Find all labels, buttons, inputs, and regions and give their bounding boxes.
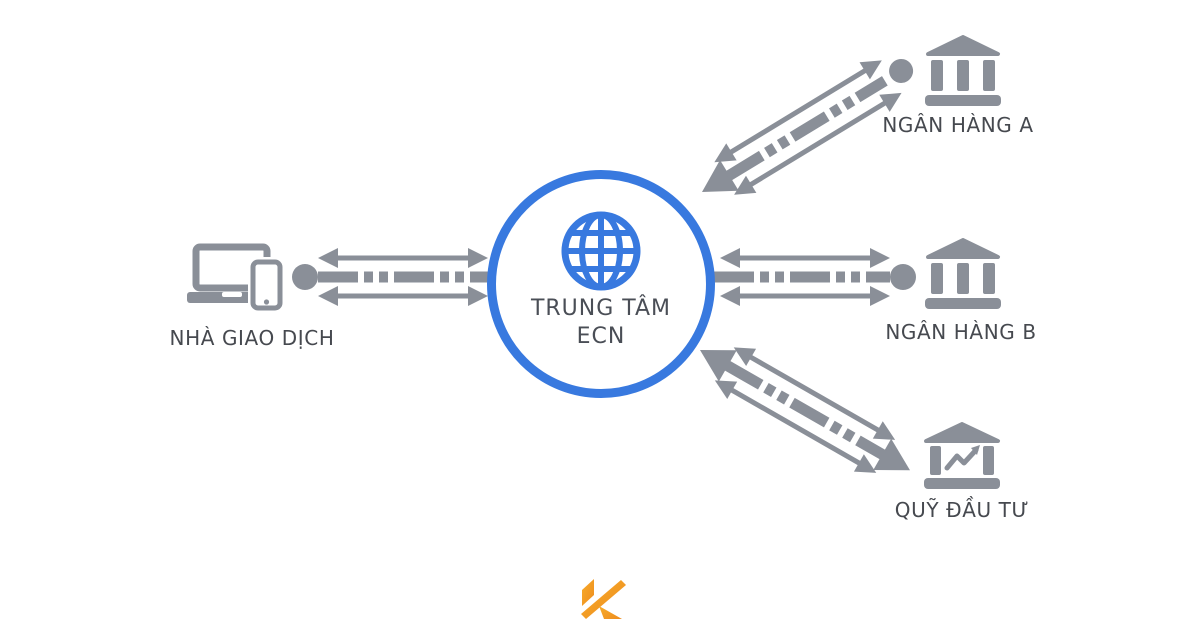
bank-icon: [925, 238, 1001, 309]
endpoint-dot: [889, 58, 914, 83]
bank-chart-icon: [924, 422, 1000, 489]
big-arrowhead: [702, 159, 739, 192]
connector-ecn-fund: [700, 347, 910, 473]
ecn-label-line2: ECN: [576, 324, 626, 349]
trader-label: NHÀ GIAO DỊCH: [169, 326, 335, 350]
ecn-label-line1: TRUNG TÂM: [530, 296, 672, 321]
fund-label: QUỸ ĐẦU TƯ: [894, 498, 1030, 522]
connector-ecn-bank-a: [702, 58, 914, 195]
endpoint-dot: [890, 264, 916, 290]
connector-trader-ecn: [292, 248, 490, 306]
big-arrowhead: [873, 438, 910, 471]
connector-ecn-bank-b: [714, 248, 916, 306]
bank-icon: [925, 35, 1001, 106]
bank-a-label: NGÂN HÀNG A: [882, 113, 1034, 137]
laptop-phone-icon: [187, 243, 284, 312]
big-arrowhead: [700, 350, 737, 382]
bank-b-label: NGÂN HÀNG B: [885, 320, 1037, 344]
ecn-center-node: TRUNG TÂM ECN: [487, 170, 715, 398]
k-logo: [581, 579, 626, 619]
globe-icon: [561, 211, 641, 291]
endpoint-dot: [292, 264, 318, 290]
ecn-center-label: TRUNG TÂM ECN: [531, 295, 671, 351]
